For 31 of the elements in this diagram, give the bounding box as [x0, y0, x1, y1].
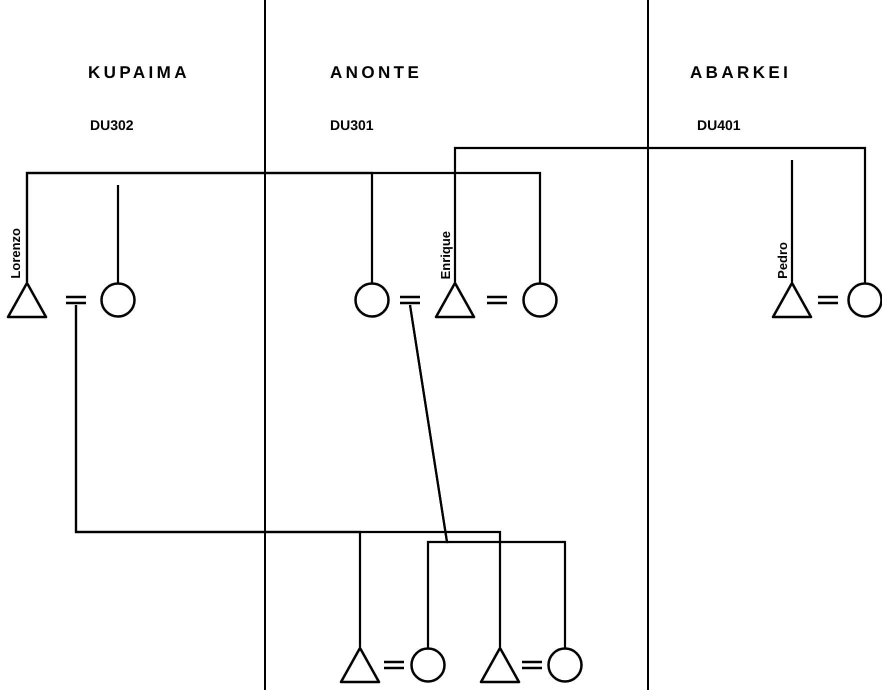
marriage-sign	[486, 295, 508, 305]
person-name: Enrique	[439, 230, 452, 279]
kinship-line	[454, 146, 866, 283]
male-triangle	[6, 281, 48, 319]
marriage-sign	[399, 295, 421, 305]
kinship-line	[74, 305, 502, 647]
male-triangle	[434, 281, 476, 319]
female-circle	[547, 647, 583, 683]
group-code: DU401	[697, 118, 741, 132]
kinship-line	[408, 304, 566, 648]
kinship-line	[790, 160, 794, 282]
kinship-line	[116, 185, 120, 283]
group-name: ANONTE	[330, 64, 422, 81]
female-circle	[522, 282, 558, 318]
marriage-sign	[817, 295, 839, 305]
group-code: DU301	[330, 118, 374, 132]
group-name: ABARKEI	[690, 64, 792, 81]
female-circle	[100, 282, 136, 318]
male-triangle	[479, 646, 521, 684]
male-triangle	[771, 281, 813, 319]
marriage-sign	[65, 295, 87, 305]
kinship-line	[26, 172, 542, 283]
group-name: KUPAIMA	[88, 64, 190, 81]
marriage-sign	[521, 660, 543, 670]
person-name: Pedro	[776, 242, 789, 279]
female-circle	[410, 647, 446, 683]
female-circle	[354, 282, 390, 318]
group-code: DU302	[90, 118, 134, 132]
marriage-sign	[383, 660, 405, 670]
person-name: Lorenzo	[9, 228, 22, 279]
male-triangle	[339, 646, 381, 684]
